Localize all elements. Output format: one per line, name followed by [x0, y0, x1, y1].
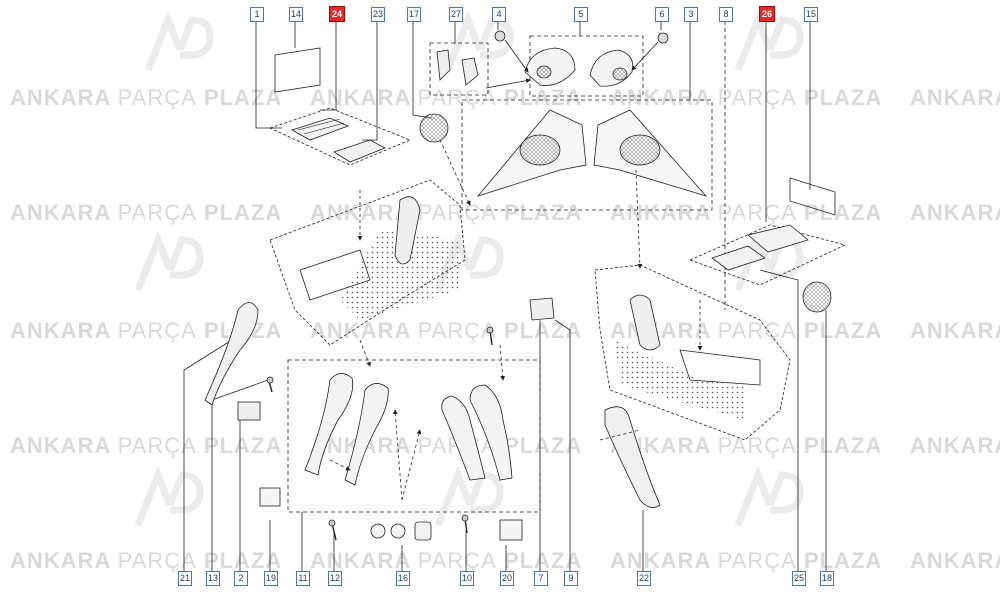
cap-16b [390, 523, 406, 539]
leader-line [362, 21, 378, 141]
pull-handle-21 [204, 302, 259, 406]
tweeter-housing-right [589, 49, 634, 87]
clip-27a [436, 49, 451, 81]
leader-line [183, 339, 233, 572]
leader-line [255, 21, 282, 129]
door-panel-left [269, 179, 466, 346]
mirror-switch-25 [711, 245, 766, 271]
callout-16[interactable]: 16 [396, 571, 410, 586]
callout-21[interactable]: 21 [178, 571, 192, 586]
door-pocket-left [299, 249, 371, 301]
callout-9[interactable]: 9 [564, 571, 578, 586]
clip-27b [461, 57, 479, 86]
callout-3[interactable]: 3 [684, 7, 698, 22]
label-sheet-15 [789, 177, 836, 216]
callout-25[interactable]: 25 [792, 571, 806, 586]
callout-24[interactable]: 24 [329, 6, 345, 22]
callout-8[interactable]: 8 [719, 7, 733, 22]
callout-19[interactable]: 19 [264, 571, 278, 586]
callout-7[interactable]: 7 [534, 571, 548, 586]
callout-14[interactable]: 14 [289, 7, 303, 22]
screw-cap-6 [657, 32, 669, 44]
label-sheet-14 [274, 47, 321, 93]
speaker-grille-17 [419, 113, 449, 143]
handle-insert-d [469, 384, 513, 481]
clip-block-19 [259, 487, 281, 507]
tweeter-housing-left [524, 47, 576, 86]
callout-23[interactable]: 23 [371, 7, 385, 22]
callout-5[interactable]: 5 [574, 7, 588, 22]
callout-15[interactable]: 15 [804, 7, 818, 22]
callout-17[interactable]: 17 [407, 7, 421, 22]
leader-line [320, 22, 337, 111]
callout-13[interactable]: 13 [206, 571, 220, 586]
callout-2[interactable]: 2 [234, 571, 248, 586]
callout-11[interactable]: 11 [296, 571, 310, 586]
leader-line [554, 319, 571, 572]
mirror-switch-23 [333, 139, 386, 163]
callout-6[interactable]: 6 [655, 7, 669, 22]
handle-insert-b [344, 383, 389, 486]
door-pocket-right [679, 349, 761, 386]
handle-insert-a [304, 373, 354, 476]
callout-18[interactable]: 18 [820, 571, 834, 586]
callout-20[interactable]: 20 [500, 571, 514, 586]
screw-cap-4 [494, 30, 506, 42]
door-handle-right [629, 294, 661, 351]
cap-16a [370, 523, 386, 539]
window-switch-24 [290, 117, 350, 141]
callout-1[interactable]: 1 [250, 7, 264, 22]
switch-bezel-7 [529, 297, 555, 321]
leader-line [759, 269, 799, 572]
switch-panel-outline [268, 107, 412, 166]
callout-4[interactable]: 4 [492, 7, 506, 22]
door-handle-left [394, 196, 421, 265]
window-switch-26 [747, 224, 809, 253]
callout-26[interactable]: 26 [759, 6, 775, 22]
callout-27[interactable]: 27 [449, 7, 463, 22]
callout-10[interactable]: 10 [460, 571, 474, 586]
handle-kit-box [287, 359, 541, 513]
speaker-grille-18 [802, 281, 832, 313]
handle-insert-c [441, 395, 486, 481]
callout-22[interactable]: 22 [637, 571, 651, 586]
leader-line [412, 21, 433, 119]
clip-block-20 [499, 519, 523, 541]
callout-12[interactable]: 12 [328, 571, 342, 586]
cap-16c [414, 521, 432, 541]
bracket-2 [237, 401, 261, 421]
pull-handle-22 [604, 406, 661, 508]
